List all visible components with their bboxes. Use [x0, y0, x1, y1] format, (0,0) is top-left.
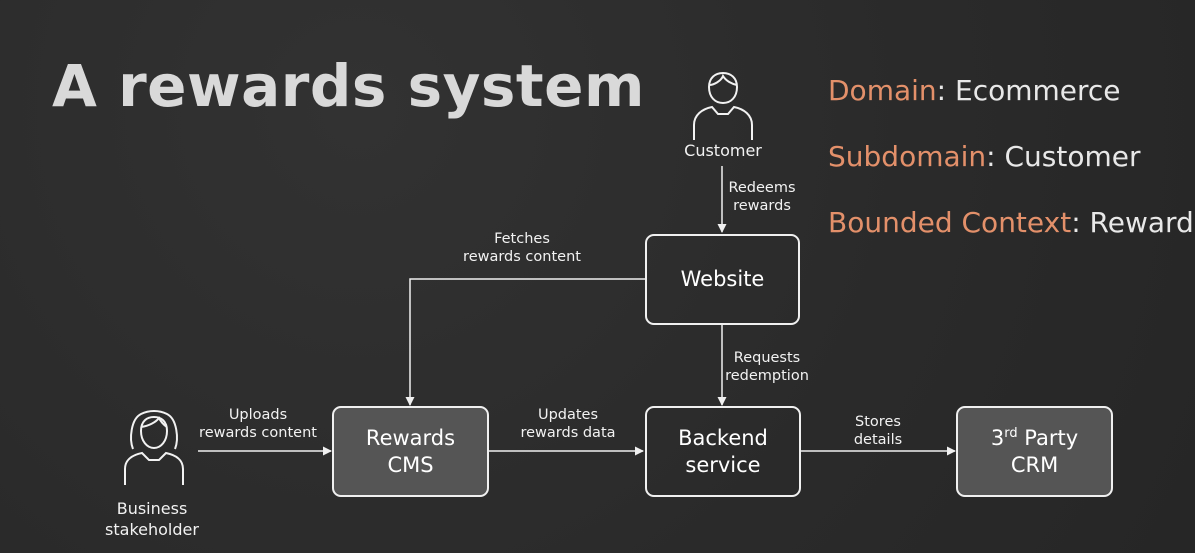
crm-ordinal: 3	[990, 425, 1005, 450]
subdomain-separator: :	[986, 140, 1005, 173]
domain-key: Domain	[828, 74, 937, 107]
bounded-context-line: Bounded Context: Rewards	[828, 206, 1195, 239]
stakeholder-label-line-1: Business	[116, 499, 188, 518]
requests-line-2: redemption	[725, 368, 809, 384]
edge-label-stores: Stores details	[838, 413, 918, 449]
updates-line-2: rewards data	[520, 425, 616, 441]
rewards-cms-node: Rewards CMS	[332, 406, 489, 497]
domain-value: Ecommerce	[955, 74, 1121, 107]
fetches-line-1: Fetches	[494, 231, 550, 247]
updates-line-1: Updates	[537, 407, 599, 423]
crm-label-line-2: CRM	[1010, 452, 1059, 477]
backend-service-node: Backend service	[645, 406, 801, 497]
edge-website-to-cms	[405, 278, 645, 406]
rewards-cms-label-line-2: CMS	[387, 452, 434, 477]
uploads-line-1: Uploads	[228, 407, 288, 423]
website-label: Website	[680, 267, 765, 291]
edge-label-redeems: Redeems rewards	[712, 179, 812, 215]
edge-label-fetches: Fetches rewards content	[452, 230, 592, 266]
rewards-cms-label-line-1: Rewards	[365, 425, 456, 450]
third-party-crm-node: 3rd Party CRM	[956, 406, 1113, 497]
website-node: Website	[645, 234, 800, 325]
fetches-line-2: rewards content	[463, 249, 581, 265]
edge-label-uploads: Uploads rewards content	[188, 406, 328, 442]
domain-line: Domain: Ecommerce	[828, 74, 1121, 107]
requests-line-1: Requests	[733, 350, 801, 366]
domain-separator: :	[936, 74, 955, 107]
crm-party: Party	[1017, 425, 1079, 450]
backend-label-line-2: service	[685, 452, 761, 477]
stores-line-2: details	[853, 432, 903, 448]
stakeholder-label-line-2: stakeholder	[105, 520, 199, 539]
edge-label-requests: Requests redemption	[717, 349, 817, 385]
bounded-context-value: Rewards	[1089, 206, 1195, 239]
bounded-context-key: Bounded Context	[828, 206, 1072, 239]
stakeholder-label: Business stakeholder	[92, 498, 212, 540]
crm-label-line-1: 3rd Party	[991, 425, 1078, 452]
backend-label-line-1: Backend	[678, 425, 768, 450]
redeems-line-2: rewards	[733, 198, 791, 214]
subdomain-line: Subdomain: Customer	[828, 140, 1141, 173]
subdomain-key: Subdomain	[828, 140, 987, 173]
crm-ordinal-suffix: rd	[1004, 425, 1018, 441]
redeems-line-1: Redeems	[728, 180, 796, 196]
edge-label-updates: Updates rewards data	[508, 406, 628, 442]
slide-title: A rewards system	[52, 52, 645, 120]
customer-label: Customer	[684, 141, 762, 160]
subdomain-value: Customer	[1004, 140, 1141, 173]
stores-line-1: Stores	[855, 414, 901, 430]
uploads-line-2: rewards content	[199, 425, 317, 441]
person-icon	[693, 71, 753, 140]
bounded-context-separator: :	[1071, 206, 1090, 239]
female-person-icon	[124, 410, 184, 485]
